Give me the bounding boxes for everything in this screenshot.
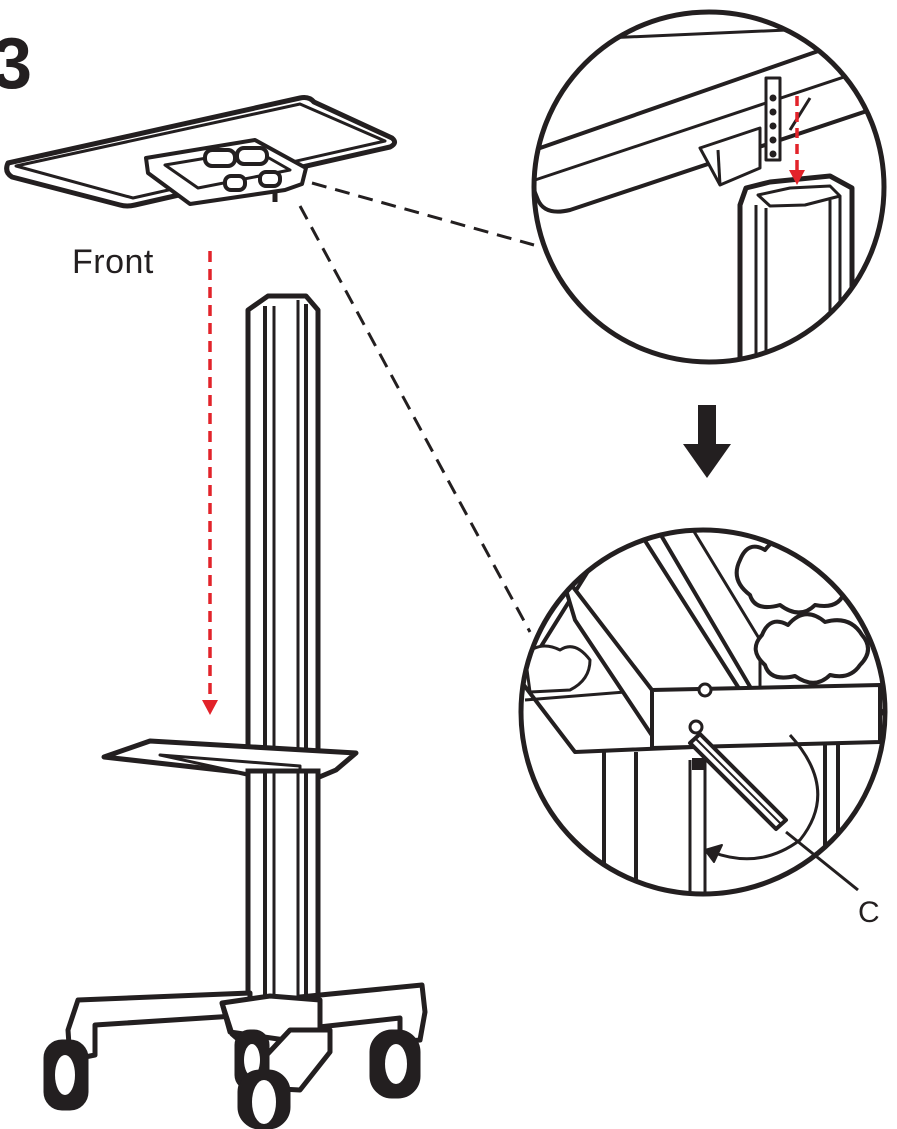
insertion-guide-arrow bbox=[202, 251, 218, 715]
casters bbox=[43, 1029, 421, 1129]
front-label: Front bbox=[72, 243, 154, 281]
detail-leader-lines bbox=[298, 181, 535, 633]
mounting-bracket bbox=[144, 138, 308, 206]
step-number: 3 bbox=[0, 24, 33, 104]
down-arrow-icon bbox=[683, 405, 731, 478]
part-c-leader bbox=[785, 830, 859, 892]
caster-left bbox=[43, 1039, 89, 1111]
part-c-label: C bbox=[858, 896, 880, 929]
caster-front bbox=[237, 1069, 291, 1129]
detail-circle-top bbox=[531, 9, 887, 365]
caster-right bbox=[369, 1029, 421, 1099]
detail-circle-bottom bbox=[518, 527, 888, 897]
column-lower bbox=[245, 768, 321, 1008]
